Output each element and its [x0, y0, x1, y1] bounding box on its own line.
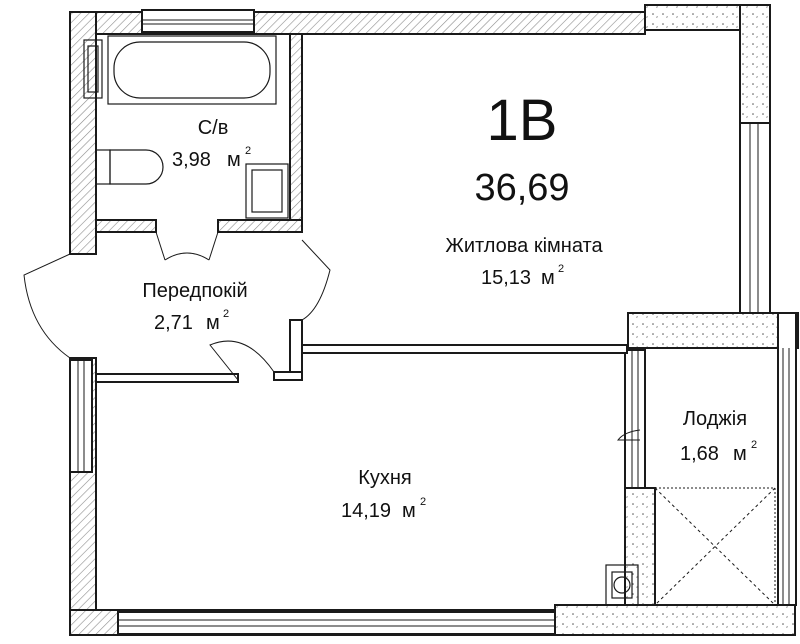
room-unit-power-kitchen: 2 [420, 496, 426, 508]
room-unit-bathroom: м [227, 149, 241, 171]
room-unit-power-loggia: 2 [751, 439, 757, 451]
room-unit-living: м [541, 267, 555, 289]
door-living [301, 239, 331, 321]
washbasin [245, 163, 289, 219]
wall-living-bottom [301, 344, 628, 354]
wall-right-upper [739, 4, 771, 124]
door-entrance [23, 253, 71, 359]
wall-bath-bottom-left [95, 219, 157, 233]
room-unit-power-bathroom: 2 [245, 145, 251, 157]
room-name-kitchen: Кухня [358, 467, 412, 489]
loggia-open [654, 487, 776, 606]
room-area-bathroom: 3,98 [172, 149, 211, 171]
room-area-loggia: 1,68 [680, 443, 719, 465]
room-name-hall: Передпокій [142, 280, 247, 302]
shaft-kitchen [605, 564, 639, 606]
wall-bath-bottom-right [217, 219, 303, 233]
room-unit-kitchen: м [402, 500, 416, 522]
room-unit-hall: м [206, 312, 220, 334]
wall-bath-right [289, 33, 303, 233]
wall-loggia-bottom [554, 604, 796, 636]
room-name-bathroom: С/в [198, 117, 229, 139]
room-name-loggia: Лоджія [683, 408, 747, 430]
wall-loggia-top [627, 312, 799, 349]
window-right [739, 122, 771, 314]
door-loggia [616, 429, 641, 441]
window-left [69, 359, 93, 473]
apartment-total-area: 36,69 [474, 167, 569, 209]
door-bath [155, 231, 219, 261]
doors [23, 231, 776, 606]
room-unit-power-hall: 2 [223, 308, 229, 320]
labels: 1В 36,69 С/в 3,98 м 2 Житлова кімната 15… [142, 88, 757, 522]
window-bottom [117, 611, 559, 635]
loggia-glazing-left [624, 349, 646, 489]
room-unit-loggia: м [733, 443, 747, 465]
toilet [95, 149, 164, 185]
wall-loggia-right [777, 312, 797, 606]
room-unit-power-living: 2 [558, 263, 564, 275]
window-top [141, 9, 255, 33]
wall-left-upper [69, 11, 97, 255]
room-area-living: 15,13 [481, 267, 531, 289]
bathtub [107, 35, 277, 105]
wall-hall-bottom [95, 373, 239, 383]
shaft-bath [83, 39, 103, 99]
room-name-living: Житлова кімната [445, 235, 603, 257]
room-area-hall: 2,71 [154, 312, 193, 334]
room-area-kitchen: 14,19 [341, 500, 391, 522]
fixtures [83, 35, 639, 606]
apartment-code: 1В [487, 88, 558, 153]
wall-stub [273, 371, 303, 381]
door-kitchen [209, 340, 275, 381]
walls [69, 4, 799, 636]
